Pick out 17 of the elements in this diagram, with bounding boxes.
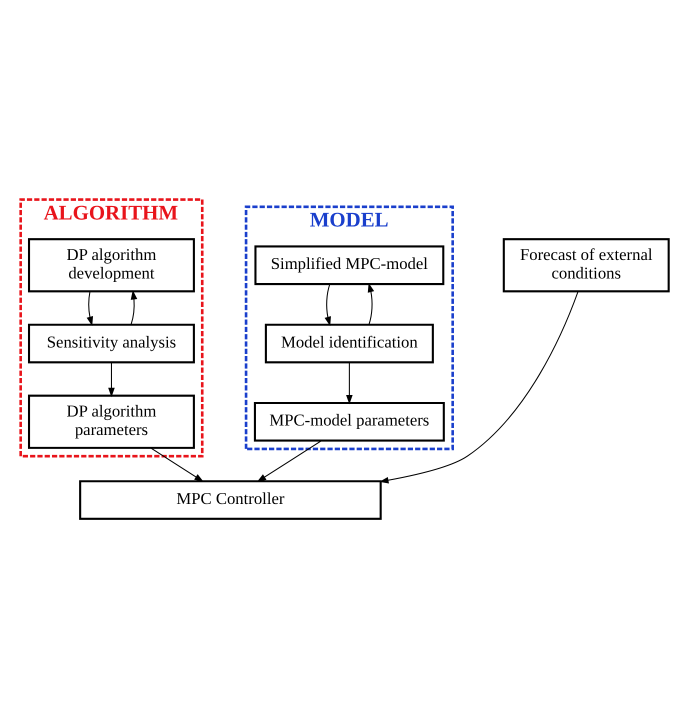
node-box: Sensitivity analysis [28,323,195,363]
node-box: DP algorithm development [28,238,195,292]
arrow [150,447,204,482]
arrow [324,284,331,326]
node-box: Simplified MPC-model [254,244,444,285]
arrow [86,291,94,326]
node-box: Model identification [264,323,434,363]
arrow [130,290,138,324]
node-box: MPC-model parameters [254,401,445,442]
node-box: Forecast of external conditions [502,238,670,292]
node-box: MPC Controller [79,480,382,520]
arrow [379,290,579,483]
arrow [346,362,353,404]
arrow [256,440,322,482]
node-box: DP algorithm parameters [28,394,195,448]
arrow [368,282,374,324]
arrow [108,362,115,397]
